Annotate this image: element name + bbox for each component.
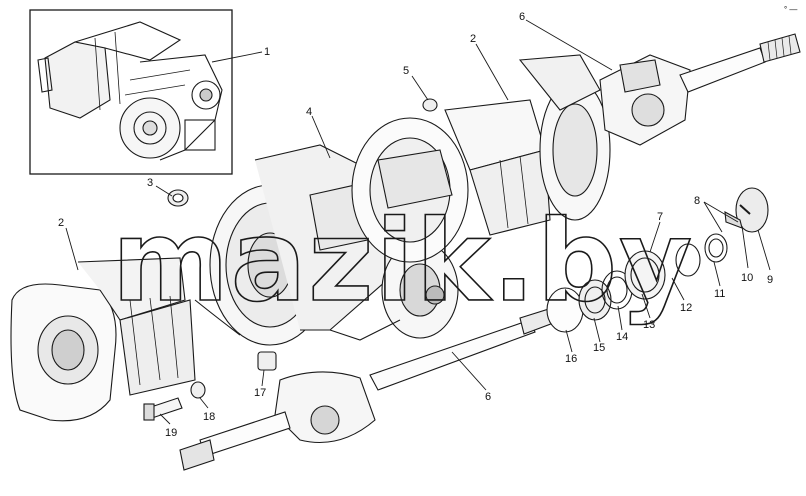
callout-10: 10 [741,272,753,284]
callout-8: 8 [694,195,700,207]
callout-13: 13 [643,319,655,331]
right-flange-ring [351,117,469,263]
seal-ring-stack [546,187,769,333]
callout-3: 3 [147,177,153,189]
right-drive-shaft [599,33,801,146]
small-fasteners [143,98,438,421]
callout-7: 7 [657,211,663,223]
callout-2-left: 2 [58,217,64,229]
callout-labels: 1 2 2 3 4 5 6 6 7 8 9 10 11 12 13 14 15 … [58,11,773,439]
right-axle-housing [444,54,611,236]
callout-6-lower: 6 [485,391,491,403]
callout-2-right: 2 [470,33,476,45]
callout-1: 1 [264,46,270,58]
callout-14: 14 [616,331,628,343]
callout-6-upper: 6 [519,11,525,23]
watermark-text: mazik.by [112,197,694,327]
callout-12: 12 [680,302,692,314]
assembled-axle-inset [29,9,233,175]
left-axle-housing [10,257,241,422]
callout-11: 11 [714,288,725,300]
callout-15: 15 [593,342,605,354]
corner-mark: ° — [784,5,797,14]
callout-18: 18 [203,411,215,423]
callout-16: 16 [565,353,577,365]
callout-19: 19 [165,427,177,439]
callout-9: 9 [767,274,773,286]
callout-5: 5 [403,65,409,77]
callout-4: 4 [306,106,312,118]
callout-leader-lines [65,19,771,425]
callout-17: 17 [254,387,266,399]
